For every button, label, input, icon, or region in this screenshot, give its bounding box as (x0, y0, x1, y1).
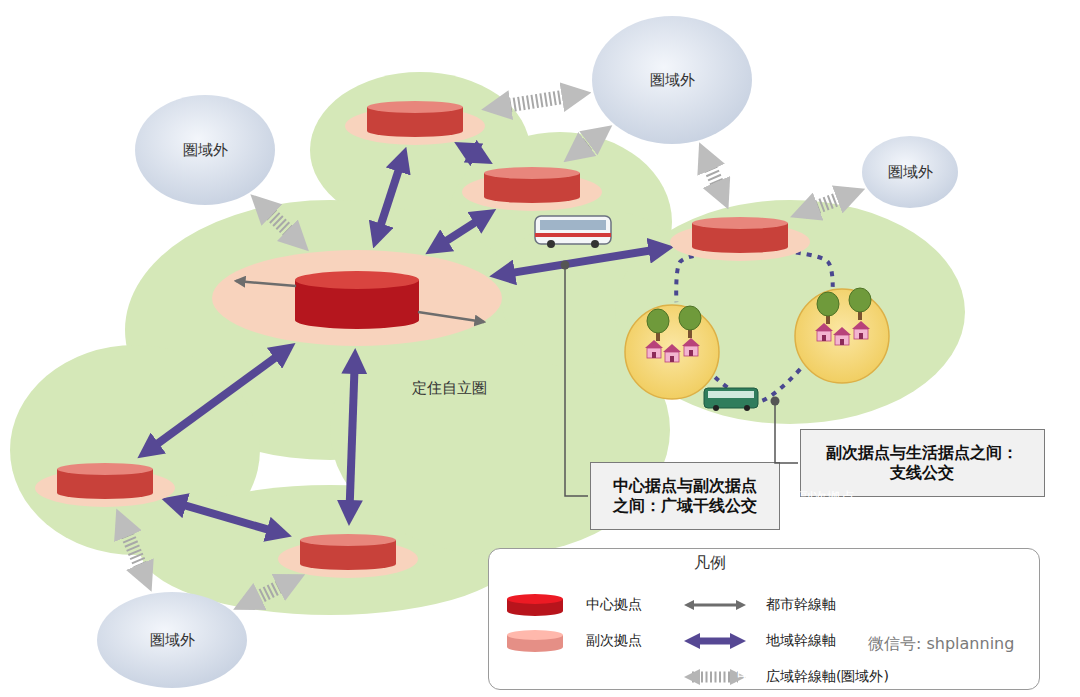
bus-icon (535, 216, 611, 248)
legend-swatch (500, 592, 570, 618)
legend-title: 凡例 (694, 553, 726, 573)
trunk-arrow (349, 361, 354, 513)
leader-dot (771, 397, 780, 406)
node-label: 副次拠点 (799, 489, 855, 507)
sub-shape (278, 528, 418, 578)
legend-text: 広域幹線軸(圏域外) (766, 668, 889, 686)
central-hub: 中心拠点 (212, 250, 502, 346)
leader-dot (561, 261, 570, 270)
sub-shape (670, 211, 810, 261)
legend-swatch (680, 628, 750, 654)
sub-hub: 副次拠点 (670, 211, 810, 261)
outside-area: 圏域外 (97, 592, 247, 688)
legend-entry: 副次拠点 (500, 628, 642, 654)
callout-box: 副次据点与生活据点之间： 支线公交 (800, 429, 1045, 497)
wide-area-arrow (705, 156, 722, 196)
node-label: 圏域外 (183, 141, 228, 160)
sub-shape (462, 161, 602, 211)
sub-hub: 副次拠点 (462, 161, 602, 211)
urban-arrow (236, 281, 296, 286)
callout-text: 中心据点与副次据点 之间：广域干线公交 (602, 476, 768, 516)
legend-entry: 都市幹線軸 (680, 592, 836, 618)
sub-hub: 副次拠点 (35, 457, 175, 507)
node-label: 圏域外 (150, 631, 195, 650)
legend-text: 都市幹線軸 (766, 596, 836, 614)
node-label: 圏域外 (888, 163, 933, 182)
sub-shape (35, 457, 175, 507)
legend-swatch (500, 628, 570, 654)
center-shape (212, 250, 502, 346)
node-label: 副次拠点 (916, 555, 972, 573)
legend-text: 副次拠点 (586, 632, 642, 650)
bus-icon (704, 388, 758, 411)
outside-area: 圏域外 (135, 95, 275, 205)
legend-entry: 広域幹線軸(圏域外) (680, 664, 889, 690)
outside-area: 圏域外 (592, 16, 752, 144)
leader-line (565, 268, 798, 496)
sub-hub: 副次拠点 (278, 528, 418, 578)
legend-swatch (680, 592, 750, 618)
legend-text: 中心拠点 (586, 596, 642, 614)
watermark: 微信号: shplanning (868, 634, 1014, 654)
legend-entry: 中心拠点 (500, 592, 642, 618)
sub-shape (345, 95, 485, 145)
callout-text: 副次据点与生活据点之间： 支线公交 (812, 443, 1033, 483)
callout-box: 中心据点与副次据点 之间：广域干线公交 (590, 462, 780, 530)
node-label: 定住自立圏 (412, 379, 487, 398)
outside-area: 圏域外 (862, 136, 958, 208)
legend-entry: 地域幹線軸 (680, 628, 836, 654)
sub-hub: 副次拠点 (345, 95, 485, 145)
node-label: 圏域外 (650, 71, 695, 90)
village-illustration (645, 288, 871, 362)
urban-arrow (418, 312, 484, 322)
legend-text: 地域幹線軸 (766, 632, 836, 650)
